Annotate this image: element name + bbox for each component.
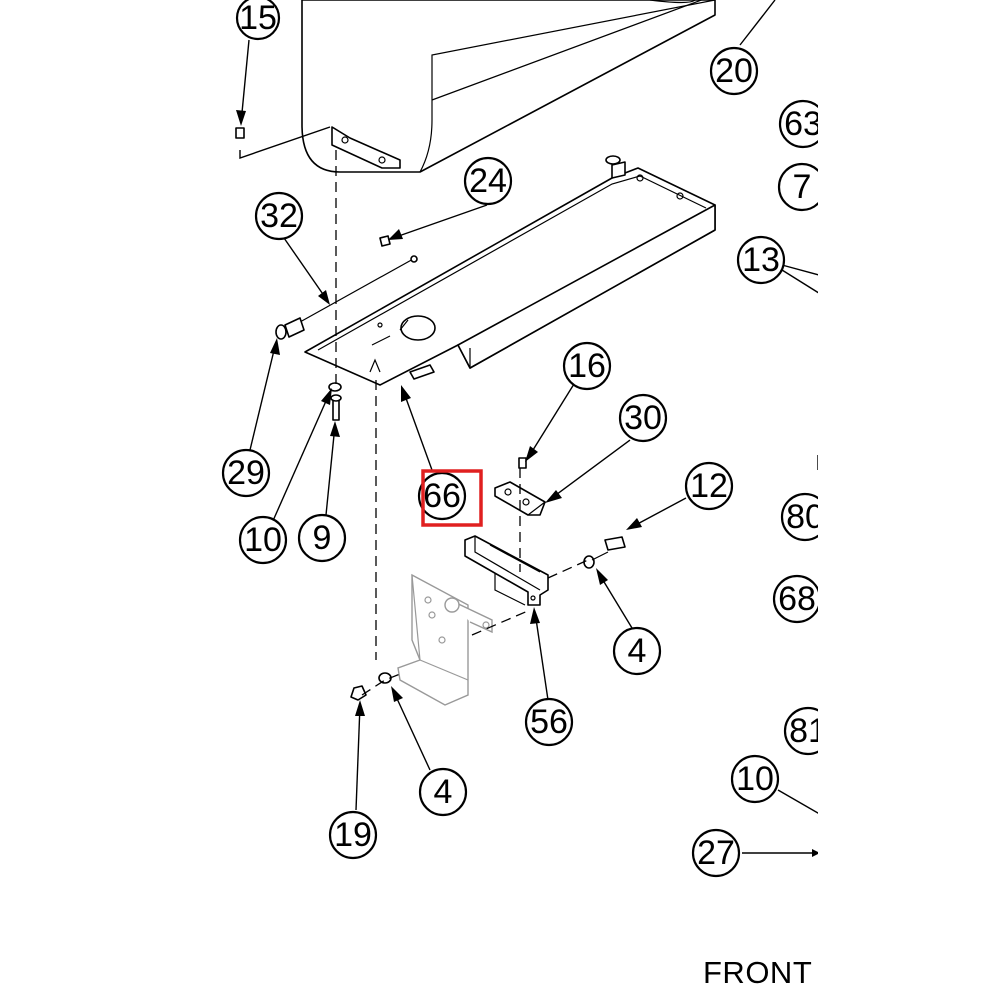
pin-part: [275, 255, 418, 340]
callout-56: 56: [524, 697, 574, 747]
callout-29: 29: [221, 448, 271, 498]
callout-15: 15: [235, 0, 281, 41]
svg-text:68: 68: [778, 580, 816, 618]
bolt-part: [379, 235, 391, 247]
svg-text:24: 24: [469, 162, 507, 200]
svg-text:19: 19: [334, 816, 372, 854]
svg-text:80: 80: [786, 498, 824, 536]
svg-text:15: 15: [239, 0, 277, 37]
svg-text:27: 27: [697, 834, 735, 872]
callout-63: 63: [778, 99, 822, 149]
mount-bracket-part: [397, 573, 493, 706]
svg-text:10: 10: [736, 760, 774, 798]
svg-text:66: 66: [423, 477, 461, 515]
svg-text:12: 12: [690, 467, 728, 505]
callout-4-bottom: 4: [418, 767, 468, 817]
svg-text:13: 13: [742, 241, 780, 279]
svg-text:32: 32: [260, 197, 298, 235]
callout-27: 27: [691, 828, 741, 878]
svg-text:20: 20: [715, 52, 753, 90]
callout-30: 30: [618, 393, 668, 443]
callout-13: 13: [736, 235, 786, 285]
svg-text:9: 9: [313, 519, 332, 557]
svg-text:4: 4: [434, 773, 453, 811]
callout-10-right: 10: [730, 754, 780, 804]
callout-80: 80: [780, 492, 824, 542]
assembly-center-lines: [335, 150, 589, 696]
svg-text:81: 81: [789, 712, 827, 750]
highlight-box: [421, 469, 483, 527]
callout-66: 66: [417, 471, 467, 521]
fender-plate-part: [304, 155, 716, 386]
hinge-part: [464, 535, 549, 606]
screw-part-16: [518, 457, 527, 469]
spacer-block-part: [494, 481, 546, 516]
callout-24: 24: [463, 156, 513, 206]
screw-part: [235, 127, 245, 139]
svg-text:7: 7: [793, 168, 812, 206]
callout-32: 32: [254, 191, 304, 241]
callout-9: 9: [297, 513, 347, 563]
leader-lines: [236, 0, 818, 857]
callout-16: 16: [562, 341, 612, 391]
svg-text:30: 30: [624, 399, 662, 437]
bolt-washer-part: [328, 382, 342, 421]
bolt-12-part: [583, 536, 626, 569]
callout-68: 68: [772, 574, 818, 624]
nut-washer-part: [350, 672, 392, 701]
svg-text:29: 29: [227, 454, 265, 492]
callout-12: 12: [684, 461, 734, 511]
svg-text:10: 10: [244, 521, 282, 559]
callout-4-right: 4: [612, 626, 662, 676]
svg-text:4: 4: [628, 632, 647, 670]
tank-part: [301, 0, 716, 173]
callout-20: 20: [709, 46, 759, 96]
callout-81: 81: [783, 706, 827, 756]
callout-10-left: 10: [238, 515, 288, 565]
svg-text:56: 56: [530, 703, 568, 741]
front-label: FRONT: [703, 955, 813, 990]
callout-19: 19: [328, 810, 378, 860]
svg-text:16: 16: [568, 347, 606, 385]
svg-text:63: 63: [784, 105, 822, 143]
callout-7: 7: [777, 162, 818, 212]
